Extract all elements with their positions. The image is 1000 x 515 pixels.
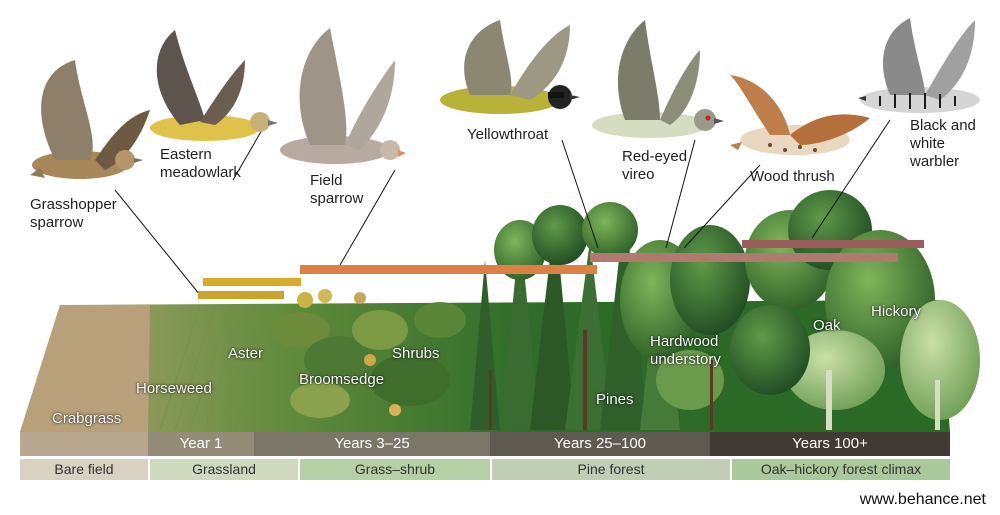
habitat-bars	[198, 240, 924, 299]
grasshopper-sparrow-icon	[30, 60, 150, 179]
stage-bare-field	[20, 459, 148, 480]
red-eyed-vireo-label: Red-eyed vireo	[622, 148, 688, 183]
stage-oak-hickory	[732, 459, 950, 480]
timeline-segment-100	[710, 432, 950, 456]
wood-thrush-label: Wood thrush	[750, 168, 835, 185]
stage-grass-shrub	[300, 459, 490, 480]
stage-grassland	[150, 459, 298, 480]
meadowlark-bar	[203, 278, 301, 286]
timeline-label-25-100: Years 25–100	[553, 435, 647, 452]
timeline-label-year1: Year 1	[179, 435, 223, 452]
field-sparrow-label: Field sparrow	[310, 172, 364, 207]
stage-label-grass-shrub: Grass–shrub	[354, 461, 436, 477]
eastern-meadowlark-label: Eastern meadowlark	[160, 146, 241, 181]
shrubs-label: Shrubs	[392, 345, 440, 362]
pines-label: Pines	[596, 391, 634, 408]
eastern-meadowlark-icon	[150, 30, 278, 141]
stage-label-pine-forest: Pine forest	[577, 461, 645, 477]
wood-thrush-icon	[730, 75, 870, 155]
timeline-label-100: Years 100+	[792, 435, 868, 452]
stage-label-bare-field: Bare field	[54, 461, 114, 477]
grass-texture	[159, 304, 276, 431]
timeline-segment-3-25	[254, 432, 490, 456]
timeline-segment-25-100	[490, 432, 710, 456]
timeline	[20, 432, 950, 456]
oak-hickory-trees	[730, 190, 980, 430]
hickory-label: Hickory	[871, 303, 922, 320]
grasshopper-sparrow-label: Grasshopper sparrow	[30, 196, 117, 231]
broomsedge-label: Broomsedge	[299, 371, 385, 388]
yellowthroat-label: Yellowthroat	[467, 126, 549, 143]
yellowthroat-icon	[440, 20, 580, 114]
aster-label: Aster	[228, 345, 264, 362]
timeline-segment-year1	[148, 432, 254, 456]
shrubs-cluster	[270, 289, 466, 418]
hardwood-trees	[620, 225, 750, 430]
leader-lines	[114, 119, 891, 296]
credit-text: www.behance.net	[859, 491, 986, 508]
field-sparrow-icon	[280, 28, 406, 164]
hardwood-understory-label: Hardwood understory	[650, 333, 721, 368]
stage-bars	[20, 459, 950, 480]
stage-label-grassland: Grassland	[192, 461, 256, 477]
oak-label: Oak	[813, 317, 841, 334]
crabgrass-label: Crabgrass	[52, 410, 122, 427]
black-and-white-warbler-label: Black and white warbler	[910, 117, 976, 170]
yellowthroat-vireo-thrush-bar	[590, 253, 898, 262]
horseweed-label: Horseweed	[136, 380, 212, 397]
warbler-bar	[742, 240, 924, 248]
field-sparrow-bar	[300, 265, 597, 274]
stage-pine-forest	[492, 459, 730, 480]
timeline-segment-bare	[20, 432, 148, 456]
grasshopper-sparrow-bar	[198, 291, 284, 299]
timeline-label-3-25: Years 3–25	[334, 435, 410, 452]
stage-label-oak-hickory: Oak–hickory forest climax	[760, 461, 922, 477]
red-eyed-vireo-icon	[592, 20, 724, 138]
black-and-white-warbler-icon	[858, 18, 980, 113]
bare-field	[20, 305, 150, 432]
